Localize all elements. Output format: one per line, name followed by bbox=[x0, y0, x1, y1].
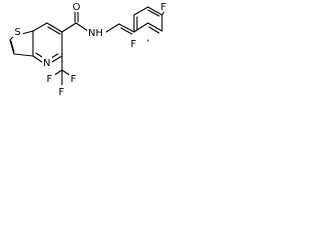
pyridine-ring bbox=[32, 22, 63, 63]
atom-label-cf3-fluorine-bottom: F bbox=[57, 85, 67, 98]
svg-text:O: O bbox=[73, 2, 81, 13]
difluorophenyl-ring bbox=[105, 6, 165, 42]
molecule-structure: S O NH N F F F F F bbox=[9, 0, 169, 98]
svg-text:N: N bbox=[43, 58, 50, 69]
atom-label-fluorine-ortho: F bbox=[129, 37, 139, 50]
thiophene-ring bbox=[9, 30, 34, 57]
svg-text:F: F bbox=[47, 74, 53, 85]
svg-text:F: F bbox=[71, 74, 77, 85]
atom-label-sulfur: S bbox=[13, 25, 23, 38]
svg-text:F: F bbox=[131, 39, 137, 50]
svg-text:F: F bbox=[59, 87, 65, 98]
atom-label-ring-nitrogen: N bbox=[42, 56, 52, 69]
atom-label-cf3-fluorine-left: F bbox=[45, 72, 55, 85]
atom-label-carbonyl-oxygen: O bbox=[71, 0, 82, 13]
svg-text:NH: NH bbox=[88, 28, 103, 39]
atom-label-fluorine-top-right: F bbox=[159, 0, 169, 13]
svg-text:S: S bbox=[15, 27, 21, 38]
atom-label-cf3-fluorine-right: F bbox=[69, 72, 79, 85]
svg-text:F: F bbox=[161, 2, 167, 13]
atom-label-amide-nitrogen: NH bbox=[87, 26, 106, 39]
amide-group bbox=[61, 10, 89, 33]
